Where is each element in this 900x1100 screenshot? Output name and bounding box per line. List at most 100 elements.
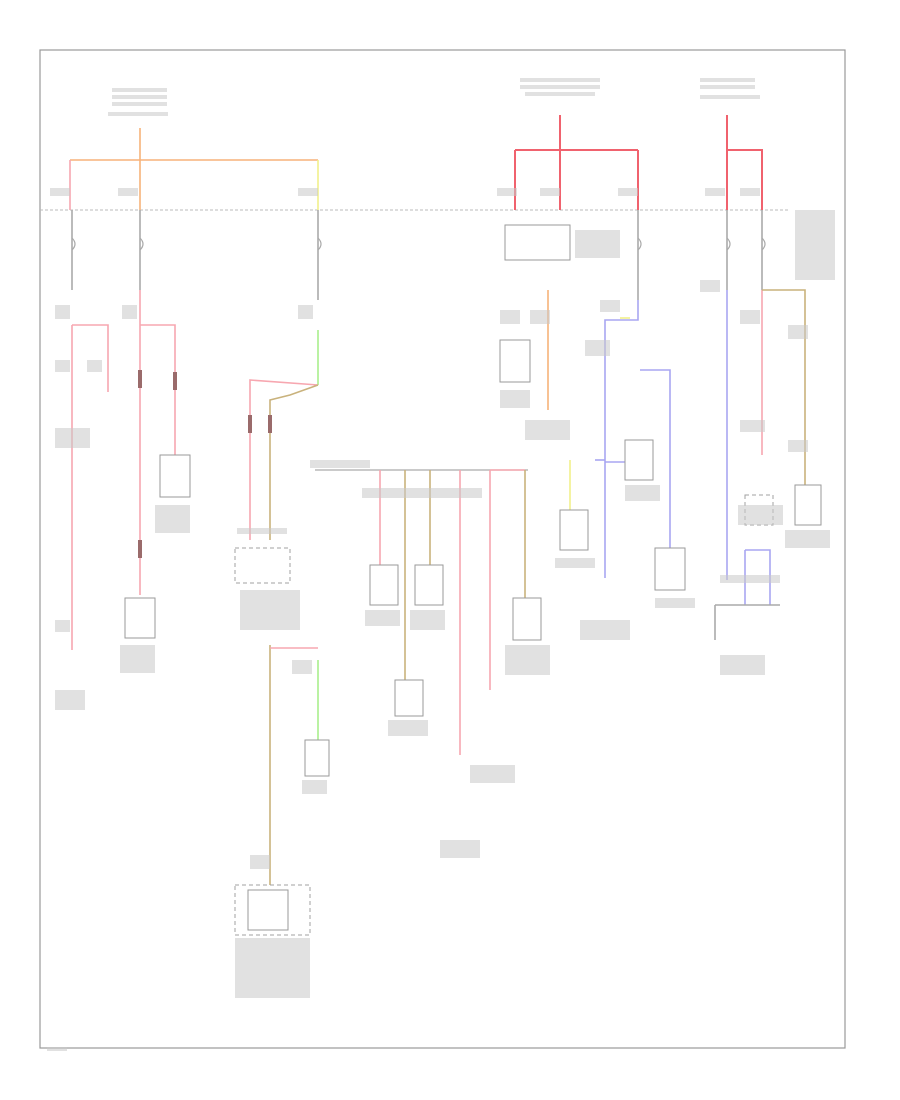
- connector-icon: [138, 370, 142, 388]
- label-text: [740, 420, 765, 432]
- component-outline: [234, 884, 311, 936]
- label-text: [235, 938, 310, 998]
- component-box: [499, 339, 531, 383]
- fuse-icon: [761, 237, 766, 251]
- component-box: [247, 889, 289, 931]
- fuse-icon: [637, 237, 642, 251]
- label-text: [530, 310, 550, 324]
- label-text: [237, 528, 287, 534]
- label-text: [250, 855, 270, 869]
- component-box: [559, 509, 589, 551]
- fuse-icon: [71, 237, 76, 251]
- label-text: [112, 95, 167, 99]
- label-text: [740, 188, 760, 196]
- label-text: [55, 305, 70, 319]
- label-text: [497, 188, 517, 196]
- fuse-icon: [317, 237, 322, 251]
- label-text: [50, 188, 70, 196]
- label-text: [410, 610, 445, 630]
- label-text: [575, 230, 620, 258]
- label-text: [112, 88, 167, 92]
- component-box: [124, 597, 156, 639]
- component-box: [504, 224, 571, 261]
- label-text: [700, 280, 720, 292]
- label-text: [585, 340, 610, 356]
- label-text: [520, 78, 600, 82]
- label-text: [302, 780, 327, 794]
- wire-blue: [640, 369, 671, 548]
- wire-pink: [72, 324, 109, 392]
- component-box: [624, 439, 654, 481]
- label-text: [520, 85, 600, 89]
- label-text: [785, 530, 830, 548]
- label-text: [795, 210, 835, 280]
- component-box: [394, 679, 424, 717]
- label-text: [738, 505, 783, 525]
- fuse-icon: [139, 237, 144, 251]
- label-text: [292, 660, 312, 674]
- label-text: [55, 690, 85, 710]
- label-text: [500, 310, 520, 324]
- label-text: [310, 460, 370, 468]
- component-box: [369, 564, 399, 606]
- label-text: [740, 310, 760, 324]
- component-box: [304, 739, 330, 777]
- wire-blue: [745, 549, 771, 605]
- connector-icon: [268, 415, 272, 433]
- label-text: [525, 92, 595, 96]
- label-text: [720, 575, 780, 583]
- label-text: [655, 598, 695, 608]
- connector-icon: [173, 372, 177, 390]
- wire-tan: [762, 289, 806, 485]
- label-text: [118, 188, 138, 196]
- wire-pink: [140, 324, 176, 455]
- component-box: [794, 484, 822, 526]
- connector-icon: [248, 415, 252, 433]
- component-outline: [234, 547, 291, 584]
- label-text: [540, 188, 560, 196]
- wire-pink: [249, 379, 319, 540]
- label-text: [112, 102, 167, 106]
- label-text: [700, 85, 755, 89]
- label-text: [155, 505, 190, 533]
- label-text: [705, 188, 725, 196]
- label-text: [87, 360, 102, 372]
- label-text: [788, 440, 808, 452]
- wire-red: [727, 149, 763, 210]
- label-text: [500, 390, 530, 408]
- label-text: [505, 645, 550, 675]
- wire-tan: [269, 384, 319, 540]
- label-text: [55, 428, 90, 448]
- label-text: [788, 325, 808, 339]
- label-text: [362, 488, 482, 498]
- label-text: [108, 112, 168, 116]
- label-text: [388, 720, 428, 736]
- label-text: [555, 558, 595, 568]
- connector-icon: [138, 540, 142, 558]
- label-text: [55, 620, 70, 632]
- illegible-labels: [47, 78, 835, 1051]
- diagram-frame: [39, 49, 846, 1049]
- component-box: [512, 597, 542, 641]
- label-text: [720, 655, 765, 675]
- component-box: [654, 547, 686, 591]
- label-text: [470, 765, 515, 783]
- label-text: [120, 645, 155, 673]
- label-text: [700, 95, 760, 99]
- label-text: [122, 305, 137, 319]
- wire-blue: [604, 300, 639, 578]
- label-text: [55, 360, 70, 372]
- label-text: [240, 590, 300, 630]
- label-text: [525, 420, 570, 440]
- label-text: [600, 300, 620, 312]
- component-box: [159, 454, 191, 498]
- wires: [69, 115, 806, 885]
- label-text: [625, 485, 660, 501]
- fuse-icon: [726, 237, 731, 251]
- label-text: [365, 610, 400, 626]
- label-text: [700, 78, 755, 82]
- label-text: [580, 620, 630, 640]
- label-text: [298, 305, 313, 319]
- label-text: [47, 1047, 67, 1051]
